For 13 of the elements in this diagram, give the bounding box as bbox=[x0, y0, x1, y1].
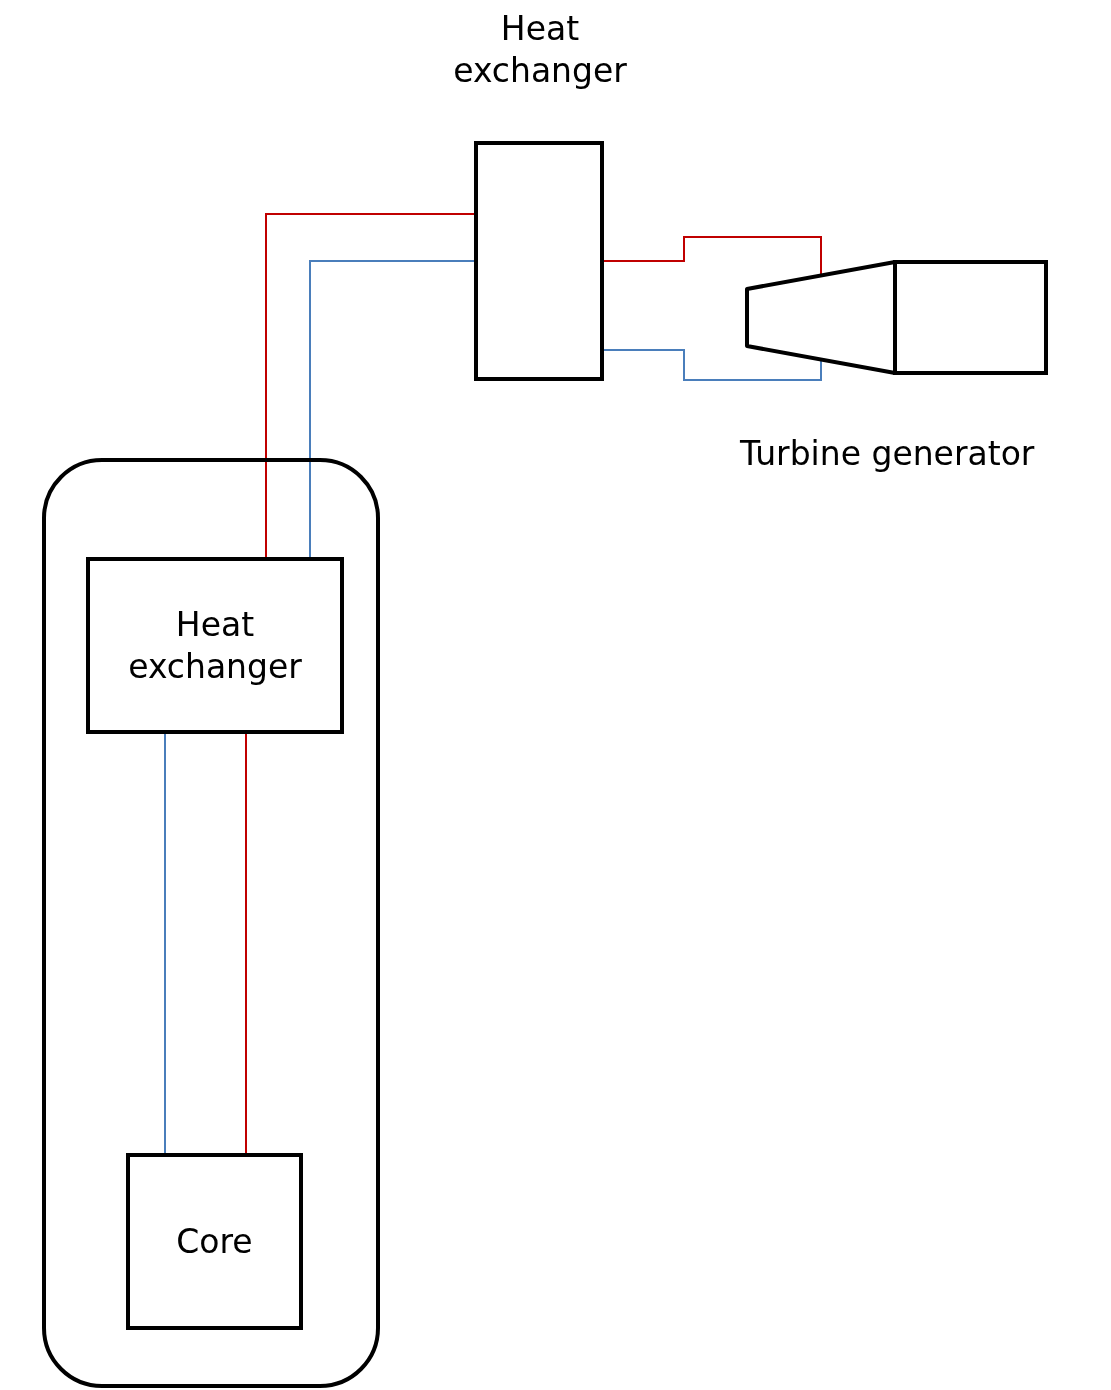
node-label: Heat exchanger bbox=[452, 8, 628, 92]
node-label: Heat exchanger bbox=[127, 603, 303, 688]
pipe-line bbox=[601, 236, 822, 277]
pipe-line bbox=[601, 349, 822, 381]
node-label: Turbine generator bbox=[740, 433, 1035, 475]
pipe-line bbox=[309, 260, 477, 560]
pipe-line bbox=[265, 213, 477, 560]
node-label: Core bbox=[176, 1220, 253, 1263]
vessel-outline bbox=[42, 458, 380, 1388]
pipe-line bbox=[245, 731, 247, 1156]
heat-exchanger-box bbox=[86, 557, 344, 734]
pipe-line bbox=[164, 731, 166, 1156]
core-box bbox=[126, 1153, 303, 1330]
